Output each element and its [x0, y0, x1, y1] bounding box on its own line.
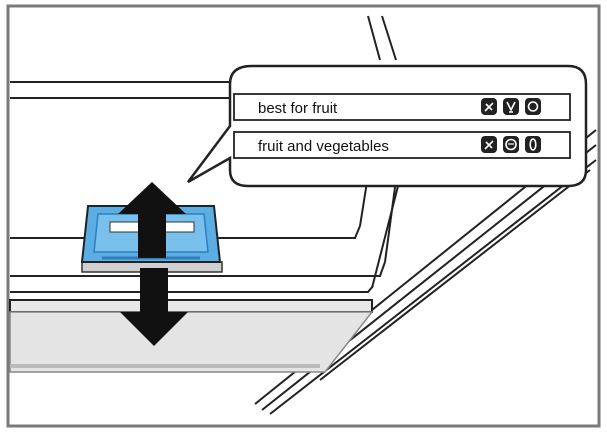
- setting-row-best-for-fruit: best for fruit: [233, 93, 571, 121]
- arrow-up-icon: [118, 182, 186, 258]
- setting-label: fruit and vegetables: [258, 138, 389, 155]
- setting-row-fruit-and-vegetables: fruit and vegetables: [233, 131, 571, 159]
- fruit-icon: [481, 136, 497, 153]
- crisper-drawer: [9, 299, 374, 373]
- fruit-icon: [481, 98, 497, 115]
- carrot-icon: [525, 136, 541, 153]
- vegetable-icon: [503, 136, 519, 153]
- fruit-icon-2: [503, 98, 519, 115]
- callout-bubble: [187, 64, 588, 188]
- setting-label: best for fruit: [258, 100, 338, 117]
- arrow-down-icon: [120, 268, 188, 346]
- fruit-icon-3: [525, 98, 541, 115]
